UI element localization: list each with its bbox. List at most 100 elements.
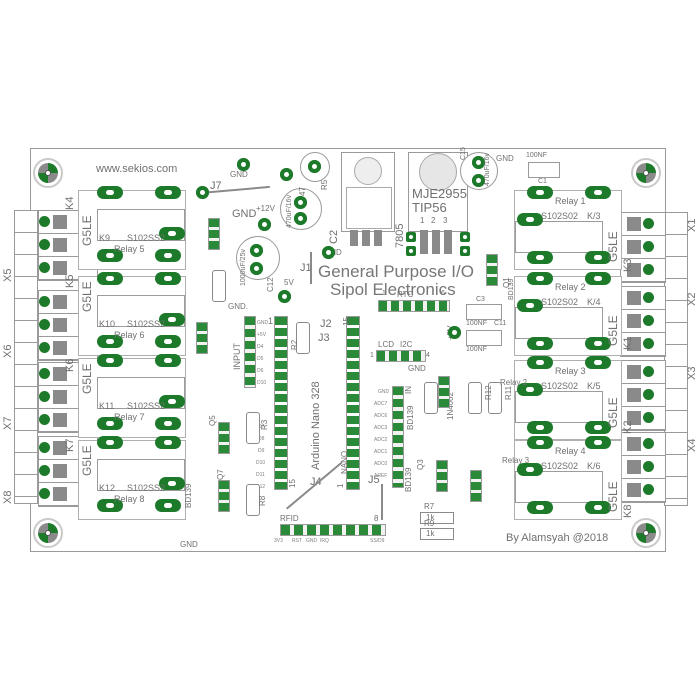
arduino-pin-1-bottom: 1 — [336, 483, 345, 488]
r2-label: R2 — [290, 339, 299, 350]
regulator-7805 — [341, 152, 395, 232]
terminal-label-x6: X6 — [2, 344, 14, 358]
relay-8: K12 S102SS2 Relay 8 — [78, 436, 186, 520]
q7-label: Q7 — [216, 469, 225, 480]
gnd-dot-label: GND. — [228, 302, 248, 311]
reg-leg-3 — [374, 230, 382, 246]
resistor-r11a — [424, 382, 438, 414]
c12-label: C12 — [266, 277, 275, 292]
rfid-pin-irq: IRQ — [320, 538, 329, 544]
board-subtitle: Sipol Electronics — [330, 280, 456, 299]
reg-leg-2 — [362, 230, 370, 246]
leg — [444, 230, 452, 254]
resistor-r3 — [246, 412, 260, 444]
in-pin-adc1: ADC1 — [374, 449, 388, 455]
author-label: By Alamsyah @2018 — [506, 532, 609, 544]
resistor-r12 — [468, 382, 482, 414]
j1-label: J1 — [300, 262, 312, 274]
c2-value: 470uF/16v — [286, 194, 293, 228]
capacitor-c11 — [466, 330, 502, 346]
arduino-d12: D12 — [256, 484, 266, 490]
relay-5: K9 S102SS2 Relay 5 — [78, 186, 186, 270]
mounting-hole-top-left — [33, 158, 63, 188]
c15-label: C15 — [460, 147, 467, 160]
lcd-pin-first: 1 — [370, 352, 374, 359]
pad — [460, 232, 470, 242]
pad — [322, 246, 335, 259]
pad — [237, 158, 250, 171]
arduino-pin1: 1 — [268, 316, 274, 326]
i2c-label: I2C — [400, 340, 413, 349]
j1-trace — [310, 252, 312, 284]
pad — [294, 196, 307, 209]
in-pin-adc0: ADC0 — [374, 461, 388, 467]
gnd-label-bottom: GND — [180, 540, 198, 549]
input-header-label: INPUT — [232, 343, 242, 370]
r7-value: 1k — [426, 513, 435, 522]
pad — [250, 262, 263, 275]
arduino-d10: D10 — [256, 460, 266, 466]
arduino-pin15: 15 — [342, 317, 351, 326]
gnd-label-right: GND — [496, 154, 514, 163]
terminal-label-x4: X4 — [686, 438, 698, 452]
resistor-r9 — [420, 528, 454, 540]
input-pin-gnd: GND — [257, 320, 269, 326]
capacitor-c3 — [466, 304, 502, 320]
rfid-pin-gnd: GND — [306, 538, 318, 544]
relay-4: Relay 4 S102S02 K/6 — [514, 436, 622, 520]
5v-label: 5V — [284, 278, 294, 287]
relay-2-ref: K1 — [622, 336, 634, 350]
pin-2: 2 — [431, 216, 436, 225]
arduino-label: Arduino Nano 328 — [310, 381, 322, 470]
arduino-right-header — [346, 316, 360, 490]
arduino-pin-15-bottom: 15 — [288, 479, 297, 488]
rtc-header — [378, 300, 450, 312]
pad — [308, 160, 321, 173]
lcd-pin-last: 4 — [426, 352, 430, 359]
c12-value: 1000uF/25v — [240, 249, 247, 286]
j5-label: J5 — [368, 474, 380, 486]
relay-1: Relay 1 S102S02 K/3 — [514, 186, 622, 270]
c1-value: 100NF — [526, 152, 548, 159]
transistor-mje2955 — [408, 152, 468, 232]
relay-6-ref: K5 — [64, 274, 76, 288]
rtc-pin-first: 1 — [382, 290, 386, 297]
rfid-header — [280, 524, 386, 536]
q1-label: Q1 — [502, 277, 511, 288]
in-pin-adc2: ADC2 — [374, 437, 388, 443]
mounting-hole-top-right — [631, 158, 661, 188]
q3-label: Q3 — [416, 459, 425, 470]
terminal-label-x2: X2 — [686, 292, 698, 306]
relay-8-package: G5LE — [80, 445, 94, 476]
rfid-label: RFID — [280, 514, 299, 523]
gnd-label-center: GND — [408, 364, 426, 373]
input-header — [244, 316, 256, 388]
relay-7-ref: K6 — [64, 358, 76, 372]
rfid-pin-ss: SS/D9 — [370, 538, 385, 544]
transistor-driver — [218, 422, 230, 454]
j7-label: J7 — [210, 180, 222, 192]
relay-6-package: G5LE — [80, 281, 94, 312]
terminal-block-x3 — [620, 360, 666, 431]
transistor-driver — [208, 218, 220, 250]
relay-2-package: G5LE — [606, 315, 620, 346]
transistor-driver — [486, 254, 498, 286]
pad — [460, 246, 470, 256]
relay-3-ref: K2 — [622, 420, 634, 434]
resistor-r4 — [212, 270, 226, 302]
gnd-label-top: GND — [230, 170, 248, 179]
in-pin-gnd: GND — [378, 389, 390, 395]
terminal-label-x1: X1 — [686, 218, 698, 232]
leg — [432, 230, 440, 254]
arduino-d8: D8 — [258, 436, 265, 442]
transistor-label-2: TIP56 — [412, 200, 447, 215]
transistor-driver — [218, 480, 230, 512]
relay-7: K11 S102SS2 Relay 7 — [78, 354, 186, 438]
leg — [420, 230, 428, 254]
relay-2: Relay 2 S102S02 K/4 — [514, 272, 622, 356]
r5-value: 47 — [298, 187, 307, 196]
capacitor-c1 — [528, 162, 560, 178]
r5-label: R5 — [320, 179, 329, 190]
board-title: General Purpose I/O — [318, 262, 474, 281]
mounting-hole-bottom-right — [631, 518, 661, 548]
